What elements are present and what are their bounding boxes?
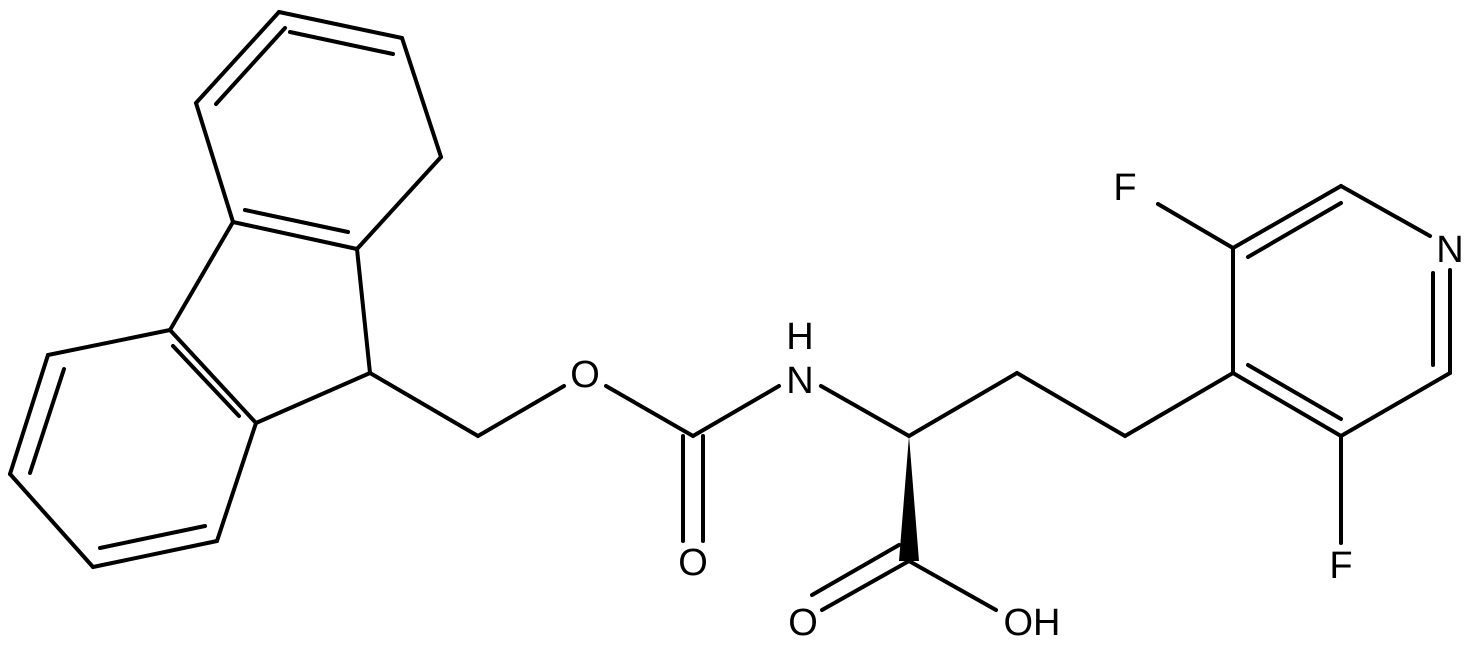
bond	[1123, 371, 1235, 438]
bond	[1015, 371, 1127, 438]
bond	[355, 155, 443, 251]
bond	[194, 10, 281, 105]
fluorine-bottom-label: F	[1329, 545, 1352, 587]
bond	[820, 559, 911, 612]
fluorene-central-ring	[168, 220, 372, 425]
bond	[1231, 184, 1343, 250]
amine-nitrogen-label: N	[786, 360, 813, 402]
bond	[368, 371, 480, 438]
bond	[1339, 184, 1432, 238]
bond	[476, 384, 566, 438]
atom-labels: O H N O O OH F F N	[570, 167, 1464, 644]
pyridine-nitrogen-label: N	[1436, 229, 1463, 271]
bond	[214, 26, 287, 106]
bond	[604, 384, 695, 438]
bond	[168, 220, 235, 332]
bond	[400, 36, 443, 159]
bond	[215, 421, 258, 543]
bond	[1246, 201, 1343, 259]
bond	[819, 384, 911, 438]
bond	[28, 367, 66, 475]
bond	[288, 30, 395, 56]
carbamate-linker	[368, 371, 781, 543]
bond	[1231, 371, 1343, 438]
bond	[194, 101, 235, 224]
bond	[277, 10, 404, 40]
amino-acid-backbone	[810, 371, 1235, 612]
ester-oxygen-label: O	[570, 354, 600, 396]
fluorine-top-label: F	[1113, 167, 1136, 209]
fluorene-bottom-ring	[8, 328, 258, 569]
carbamate-carbonyl-oxygen-label: O	[678, 542, 708, 584]
bond	[1246, 363, 1343, 421]
bond	[907, 371, 1019, 438]
bond	[810, 543, 901, 597]
bond	[231, 220, 359, 251]
bond	[355, 247, 372, 375]
pyridine-ring	[1156, 184, 1452, 545]
acid-carbonyl-oxygen-label: O	[788, 602, 818, 644]
bond	[907, 559, 998, 612]
fluorene-top-ring	[194, 10, 443, 251]
amine-hydrogen-label: H	[786, 316, 813, 358]
bond	[243, 208, 350, 234]
bond	[46, 328, 172, 357]
bond	[98, 524, 207, 550]
bond	[168, 328, 258, 425]
bond	[91, 539, 219, 569]
bond	[1156, 202, 1235, 250]
bond	[691, 384, 781, 438]
bond	[1339, 371, 1452, 438]
bond	[254, 371, 372, 425]
bond	[8, 472, 95, 569]
bond	[171, 344, 241, 418]
hydroxyl-label: OH	[1004, 602, 1061, 644]
stereo-wedge-bond	[899, 436, 919, 561]
bond	[8, 353, 50, 476]
